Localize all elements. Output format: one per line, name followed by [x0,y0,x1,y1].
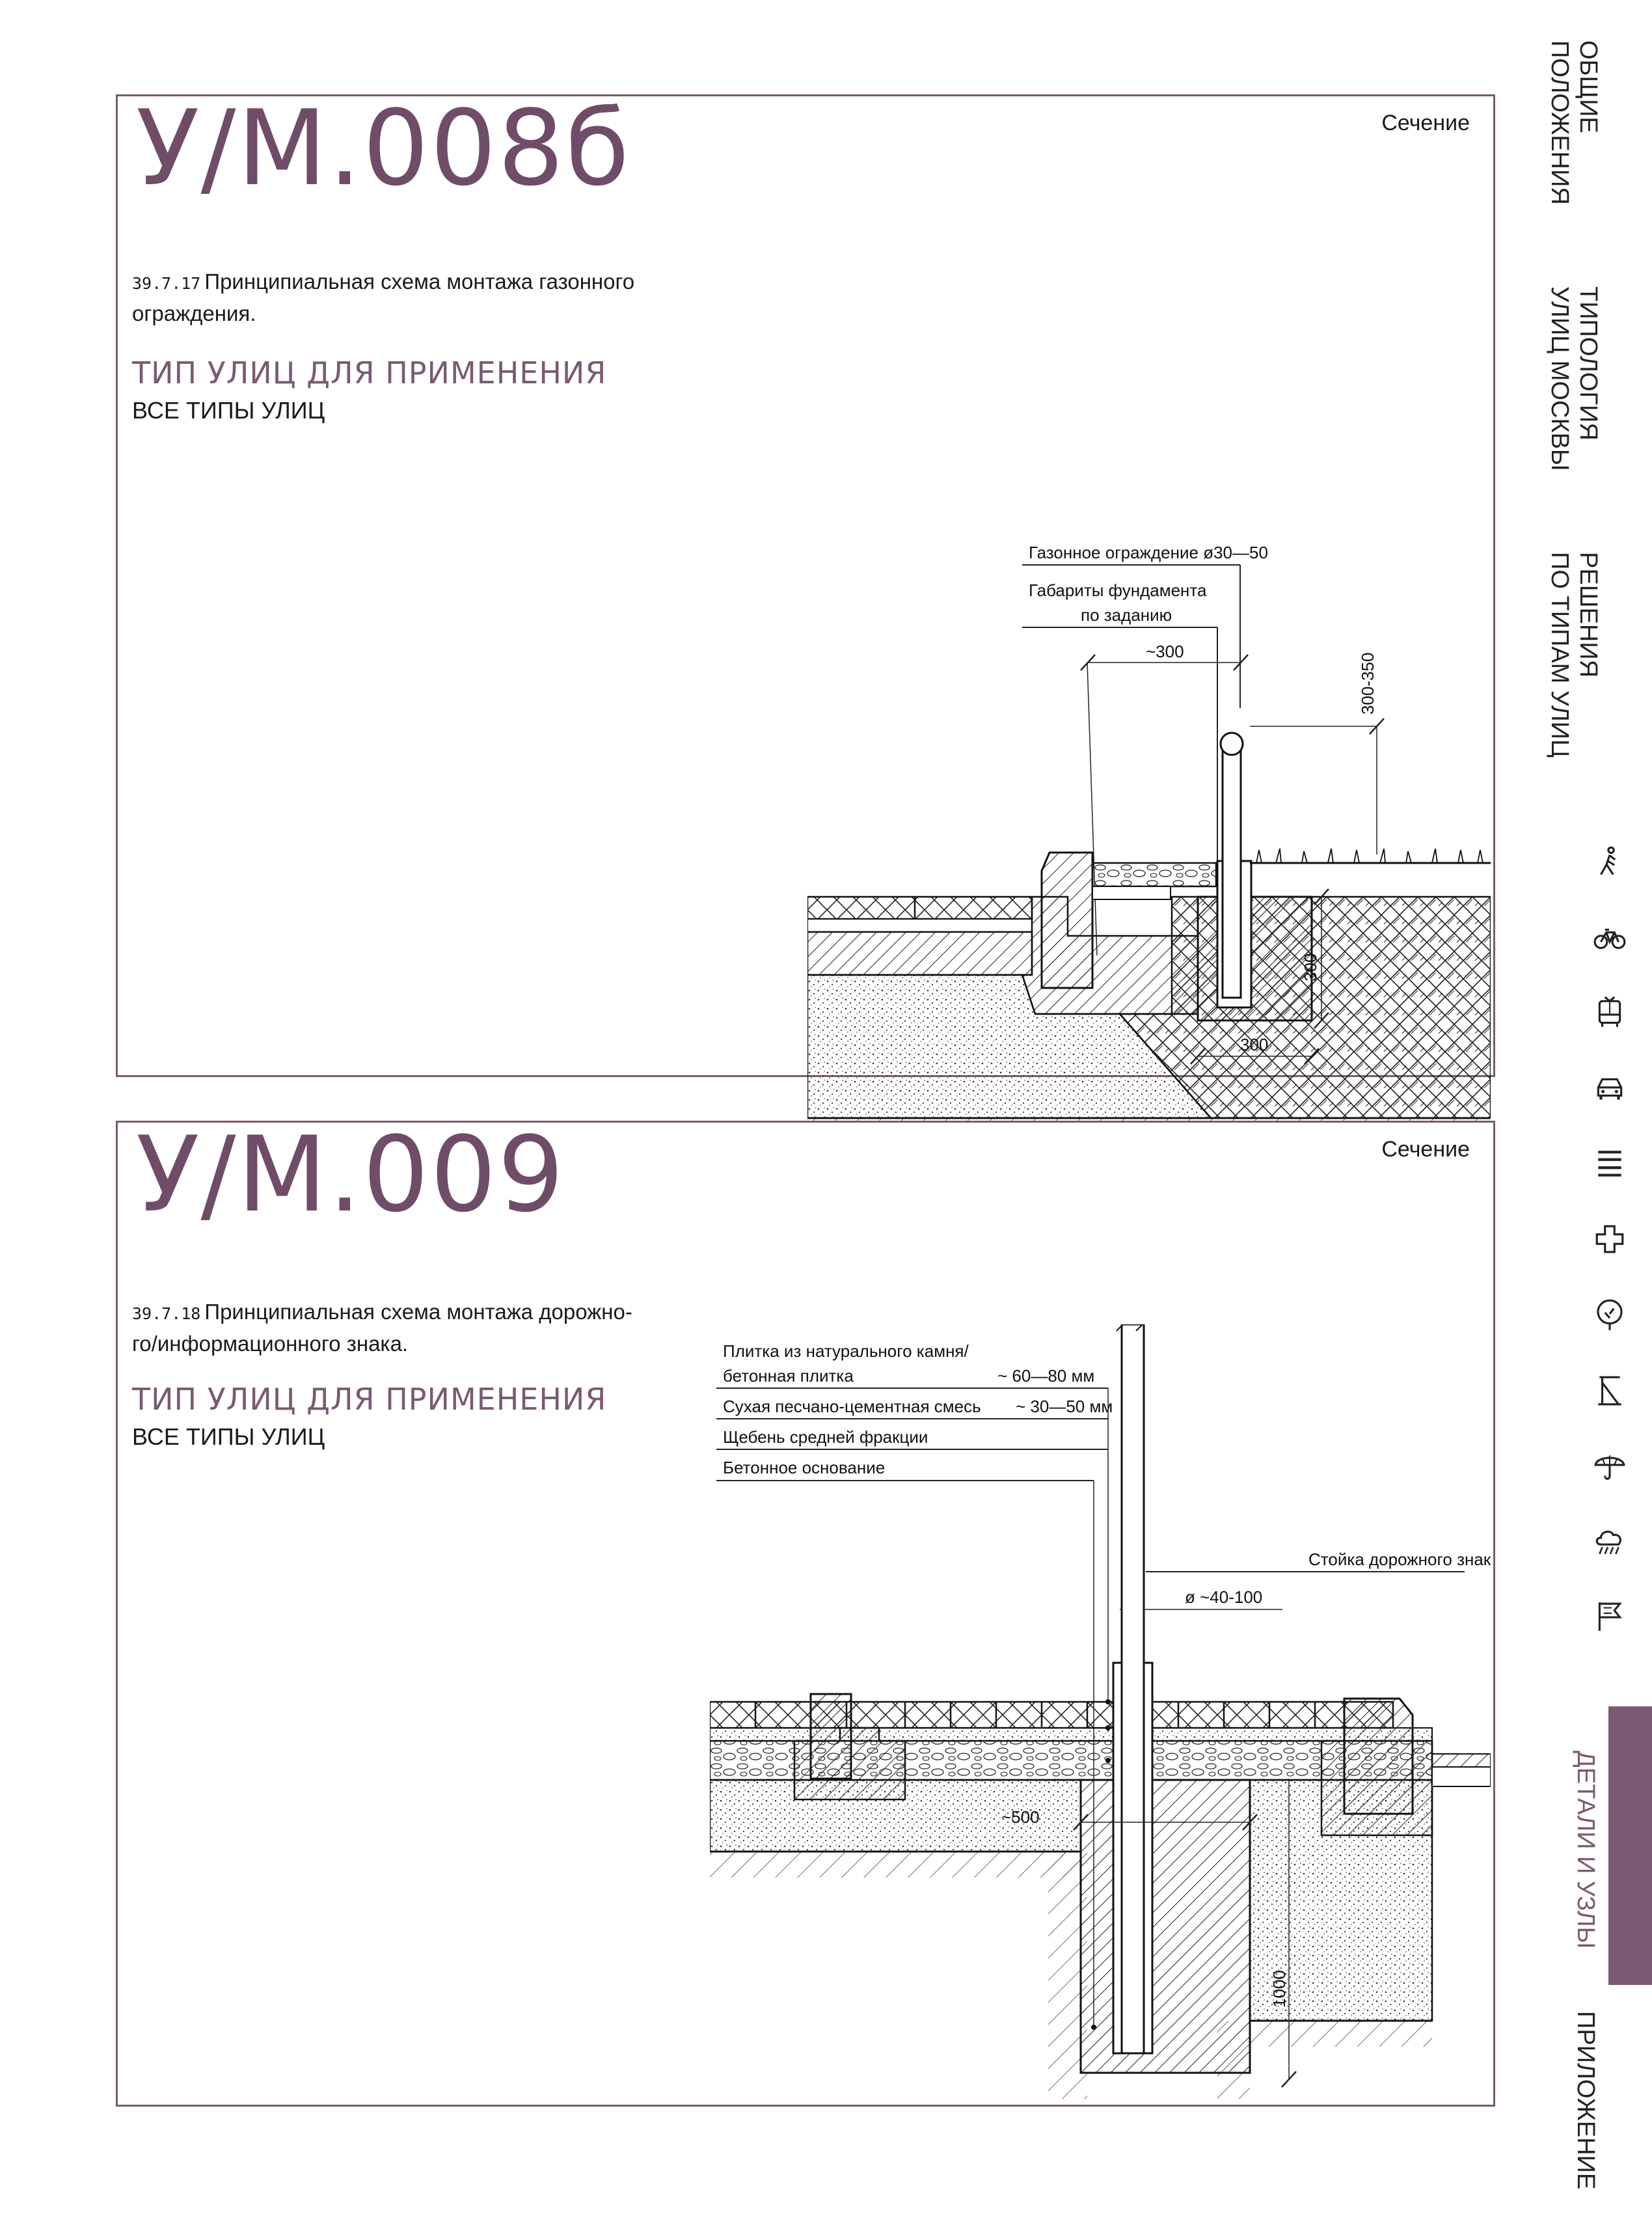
bus-icon[interactable] [1593,996,1627,1030]
dim-500: ~500 [1001,1807,1040,1827]
sign-icon[interactable] [1593,1600,1627,1634]
lanes-icon[interactable] [1593,1147,1627,1181]
detail-code: У/М.009 [136,1114,565,1235]
section-label: Сечение [1381,111,1470,135]
dim-1000: 1000 [1269,1970,1289,2008]
medical-cross-icon[interactable] [1593,1222,1627,1256]
car-icon[interactable] [1593,1071,1627,1105]
description-number: 39.7.18 [132,1304,201,1323]
umbrella-icon[interactable] [1593,1449,1627,1483]
layer3-label: Щебень средней фракции [723,1427,928,1447]
dim-height: 300-350 [1358,653,1377,715]
nav-details-and-nodes[interactable]: ДЕТАЛИ И УЗЛЫ [1571,1751,1600,1949]
street-type-heading: ТИП УЛИЦ ДЛЯ ПРИМЕНЕНИЯ [132,355,607,390]
tree-icon[interactable] [1593,1298,1627,1332]
bus-stop-icon[interactable] [1593,1373,1627,1407]
layer1-dim: ~ 60—80 мм [997,1366,1094,1386]
dim-300-top: ~300 [1146,642,1184,661]
sign-post-installation-drawing: Плитка из натурального камня/ бетонная п… [710,1324,1491,2099]
description-text-1: Принципиальная схема монтажа дорожно- [204,1300,632,1324]
dim-300-right: 300 [1301,953,1320,981]
street-type-value: ВСЕ ТИПЫ УЛИЦ [132,1423,325,1450]
post-label: Стойка дорожного знака [1308,1550,1491,1569]
label-fence: Газонное ограждение ø30—50 [1029,543,1268,562]
layer2-label: Сухая песчано-цементная смесь [723,1397,981,1416]
section-label: Сечение [1381,1137,1470,1162]
description-text: Принципиальная схема монтажа газонного о… [132,269,635,325]
bicycle-icon[interactable] [1593,920,1627,954]
nav-item-label: ДЕТАЛИ И УЗЛЫ [1572,1751,1599,1949]
dim-300-bottom: 300 [1240,1035,1268,1054]
weather-icon[interactable] [1593,1524,1627,1558]
nav-item-label: ПРИЛОЖЕНИЕ [1572,2011,1599,2190]
layer1-label-b: бетонная плитка [723,1366,854,1386]
nav-appendix[interactable]: ПРИЛОЖЕНИЕ [1571,2011,1600,2189]
street-type-value: ВСЕ ТИПЫ УЛИЦ [132,397,325,424]
description-text-2: го/информационного знака. [132,1332,409,1356]
pedestrian-icon[interactable] [1593,845,1627,879]
label-foundation-2: по заданию [1081,605,1172,625]
nav-item-label: РЕШЕНИЯ [1575,552,1602,678]
nav-item-label: ПО ТИПАМ УЛИЦ [1546,552,1573,758]
nav-item-label: УЛИЦ МОСКВЫ [1546,286,1573,471]
layer4-label: Бетонное основание [723,1458,885,1477]
layer1-label-a: Плитка из натурального камня/ [723,1341,969,1361]
post-diameter: ø ~40-100 [1185,1587,1262,1607]
label-foundation-1: Габариты фундамента [1029,581,1207,600]
nav-item-label: ПОЛОЖЕНИЯ [1546,40,1573,205]
street-type-heading: ТИП УЛИЦ ДЛЯ ПРИМЕНЕНИЯ [132,1382,607,1417]
description-number: 39.7.17 [132,274,201,293]
layer2-dim: ~ 30—50 мм [1016,1397,1113,1416]
active-nav-marker [1608,1706,1652,1985]
detail-code: У/М.008б [136,87,631,209]
fence-installation-drawing: Газонное ограждение ø30—50 Габариты фунд… [807,543,1491,1157]
nav-item-label: ТИПОЛОГИЯ [1575,286,1602,441]
nav-item-label: ОБЩИЕ [1575,40,1602,133]
